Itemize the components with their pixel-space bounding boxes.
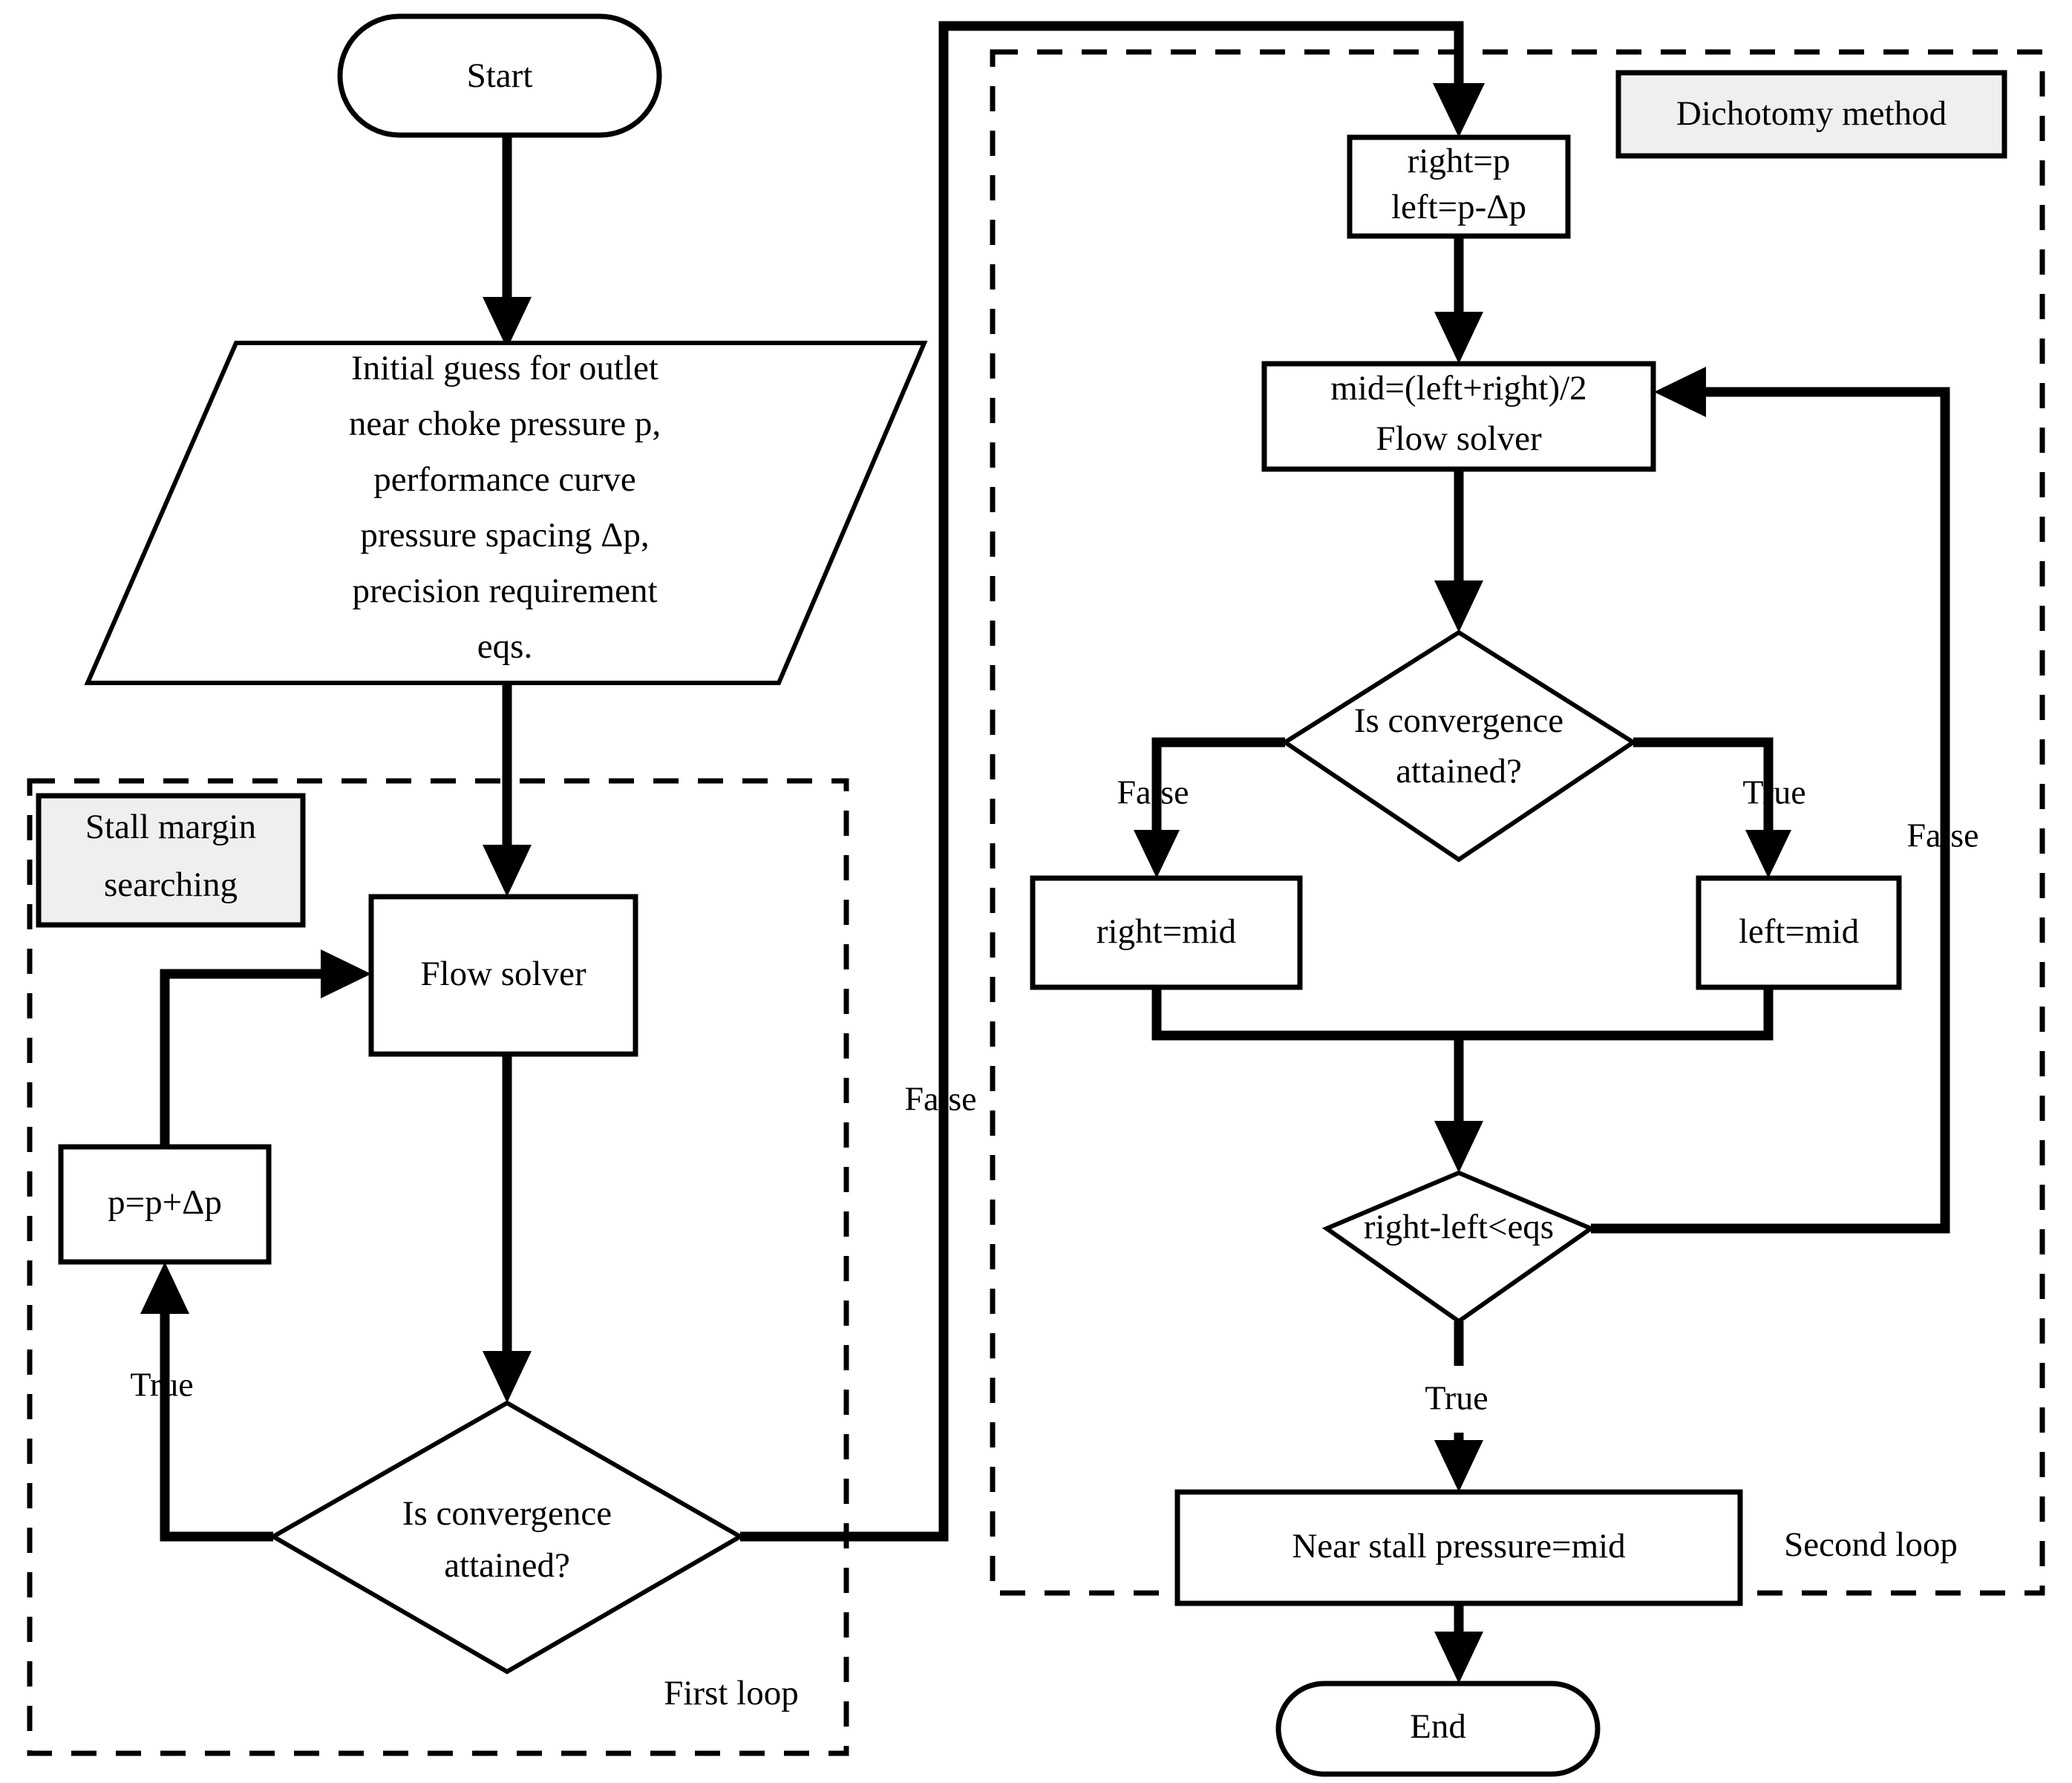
node-decision-2-line1: Is convergence [1354, 701, 1563, 740]
arrowhead-decision3-false-to-midsolver [1654, 367, 1706, 417]
edge-increment-to-flowsolver [160, 969, 327, 1147]
node-init-bounds-line1: right=p [1408, 142, 1511, 180]
node-decision-1-line1: Is convergence [402, 1494, 612, 1533]
edge-decision3-false-to-midsolver [1591, 387, 1950, 1234]
node-p-increment-label: p=p+Δp [108, 1183, 222, 1222]
arrowhead-flowsolver-to-decision1 [483, 1351, 532, 1403]
node-right-mid[interactable] [1030, 875, 1303, 990]
arrowhead-decision1-true-to-increment [140, 1262, 189, 1314]
node-input-line1: Initial guess for outlet [351, 349, 658, 387]
node-left-mid-label: left=mid [1739, 912, 1859, 951]
edge-label-eqs-false: False [1906, 817, 1978, 854]
node-end[interactable] [1275, 1681, 1601, 1777]
arrowhead-nearstall-to-end [1434, 1632, 1483, 1684]
arrowhead-input-to-flowsolver [483, 845, 532, 897]
edge-decision1-true-to-increment [160, 1298, 273, 1542]
edge-label-conv2-false: False [1117, 773, 1189, 811]
node-input-line3: performance curve [373, 460, 636, 499]
group-box-stall-margin [27, 778, 849, 1756]
node-init-bounds[interactable] [1347, 134, 1571, 239]
arrowhead-midsolver-to-decision2 [1434, 580, 1483, 632]
edge-rightmid-to-merge [1151, 987, 1459, 1041]
edge-decision1-false-to-initbounds [740, 21, 1464, 1542]
edge-leftmid-to-merge [1459, 987, 1774, 1041]
node-right-mid-label: right=mid [1097, 912, 1236, 951]
arrowhead-initbounds-to-midsolver [1434, 312, 1483, 364]
node-left-mid[interactable] [1696, 875, 1902, 990]
edge-decision2-false-to-rightmid [1151, 737, 1285, 845]
edge-label-conv2-true: True [1742, 773, 1805, 811]
node-input-line6: eqs. [477, 627, 532, 666]
arrowhead-increment-to-flowsolver [321, 949, 371, 998]
edge-label-eqs-true: True [1425, 1379, 1488, 1417]
edge-label-loop1-false: False [904, 1080, 976, 1118]
node-init-bounds-line2: left=p-Δp [1391, 188, 1526, 226]
arrowhead-merge-to-decision3 [1434, 1121, 1483, 1173]
node-input-line4: pressure spacing Δp, [360, 516, 649, 554]
group-tag-box-dichotomy [1615, 70, 2007, 159]
edge-label-loop1-true: True [130, 1366, 193, 1404]
node-mid-solver[interactable] [1261, 361, 1656, 472]
arrowhead-start-to-input [483, 297, 532, 349]
node-mid-solver-line2: Flow solver [1376, 419, 1542, 458]
group-tag-dichotomy: Dichotomy method [1676, 94, 1947, 133]
node-start[interactable] [337, 13, 662, 138]
node-start-label: Start [467, 56, 533, 95]
node-decision-3-label: right-left<eqs [1364, 1208, 1554, 1246]
arrowhead-decision2-true-to-leftmid [1745, 830, 1791, 878]
node-input[interactable] [84, 341, 928, 685]
edge-decision2-true-to-leftmid [1633, 737, 1774, 845]
arrowhead-decision3-true-to-nearstall [1434, 1440, 1483, 1492]
node-near-stall-label: Near stall pressure=mid [1292, 1527, 1625, 1566]
group-corner-label-second-loop: Second loop [1784, 1525, 1958, 1564]
node-end-label: End [1410, 1707, 1466, 1746]
node-p-increment[interactable] [58, 1144, 272, 1265]
node-decision-1[interactable] [268, 1400, 745, 1675]
group-corner-label-first-loop: First loop [664, 1674, 799, 1712]
node-flow-solver-1[interactable] [368, 894, 638, 1057]
group-box-dichotomy [990, 49, 2045, 1596]
group-tag-box-stall-margin [36, 793, 306, 928]
node-near-stall[interactable] [1174, 1489, 1743, 1606]
arrowhead-decision1-false-to-initbounds [1433, 83, 1485, 137]
arrowhead-decision2-false-to-rightmid [1134, 830, 1180, 878]
node-input-line5: precision requirement [352, 572, 657, 610]
group-tag-stall-margin-line1: Stall margin [85, 808, 256, 846]
node-decision-3[interactable] [1321, 1170, 1596, 1324]
node-decision-1-line2: attained? [444, 1546, 570, 1585]
node-input-line2: near choke pressure p, [349, 405, 661, 443]
node-mid-solver-line1: mid=(left+right)/2 [1330, 369, 1586, 408]
group-tag-stall-margin-line2: searching [104, 866, 238, 904]
node-decision-2-line2: attained? [1396, 752, 1522, 791]
node-decision-2[interactable] [1281, 629, 1638, 863]
node-flow-solver-1-label: Flow solver [420, 955, 586, 993]
